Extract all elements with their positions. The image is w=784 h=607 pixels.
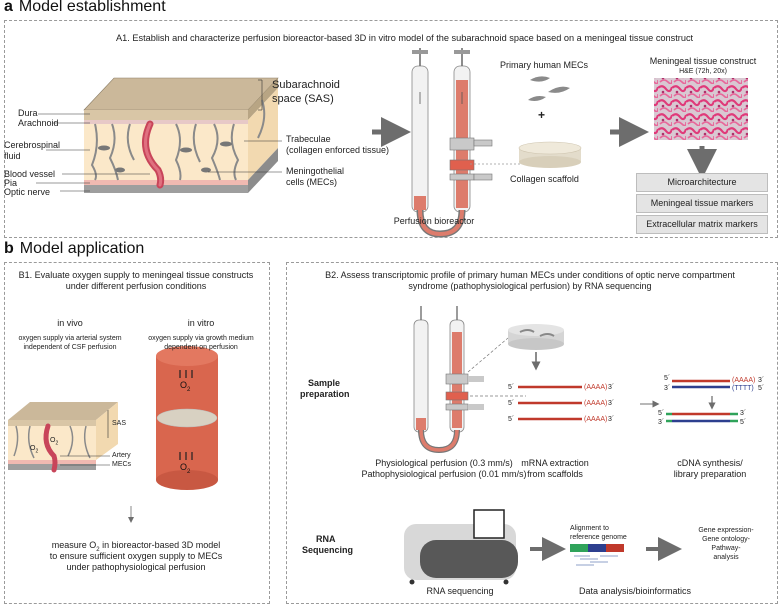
label-primary-mecs: Primary human MECs bbox=[500, 60, 589, 70]
label-mrna-1: mRNA extraction bbox=[521, 458, 589, 468]
invitro-desc-2: dependent on perfusion bbox=[164, 344, 238, 351]
label-trabeculae-1: Trabeculae bbox=[286, 134, 331, 144]
strand-5-c: 5´ bbox=[508, 416, 515, 423]
mec-cells-a bbox=[528, 76, 570, 101]
label-data-analysis: Data analysis/bioinformatics bbox=[578, 586, 692, 596]
he-stain-image bbox=[654, 78, 748, 140]
sas-tissue-block bbox=[83, 77, 279, 193]
pill-ecm-markers: Extracellular matrix markers bbox=[636, 215, 768, 234]
o2-left: O2 bbox=[30, 445, 39, 455]
label-perfusion-bioreactor: Perfusion bioreactor bbox=[393, 216, 475, 226]
sequencer-machine bbox=[404, 509, 518, 585]
label-mec-1: Meningothelial bbox=[286, 166, 345, 176]
label-align-2: reference genome bbox=[570, 534, 627, 541]
cdna-3-bot-r: 3´ bbox=[740, 410, 747, 417]
label-physio: Physiological perfusion (0.3 mm/s) bbox=[375, 458, 513, 468]
strand-3-b: 3´ bbox=[608, 400, 615, 407]
pill-microarchitecture: Microarchitecture bbox=[636, 173, 768, 192]
sas-leader-lines bbox=[36, 79, 282, 192]
section-a-box bbox=[4, 20, 778, 238]
cdna-polya: (AAAA) bbox=[732, 377, 756, 384]
cdna-3-bot: 3´ bbox=[658, 419, 665, 426]
section-b1-box bbox=[4, 262, 270, 604]
strand-5-a: 5´ bbox=[508, 384, 515, 391]
label-sas-2: space (SAS) bbox=[272, 93, 334, 105]
label-artery: Artery bbox=[112, 452, 131, 459]
strand-5-b: 5´ bbox=[508, 400, 515, 407]
label-sas-small: SAS bbox=[112, 420, 127, 427]
label-sas-1: Subarachnoid bbox=[272, 79, 340, 91]
bioreactor-b bbox=[413, 306, 484, 454]
invitro-title: in vitro bbox=[187, 318, 215, 328]
label-gene-1: Gene expression- bbox=[698, 527, 754, 534]
b1-line2: under different perfusion conditions bbox=[65, 281, 207, 291]
scaffold-b bbox=[508, 324, 564, 350]
label-cdna-1: cDNA synthesis/ bbox=[677, 458, 743, 468]
section-b2-box bbox=[286, 262, 778, 604]
label-csf-1: Cerebrospinal bbox=[4, 140, 61, 150]
invivo-small-block bbox=[8, 402, 118, 473]
label-patho: Pathophysiological perfusion (0.01 mm/s) bbox=[361, 469, 527, 479]
bioreactor-a bbox=[411, 48, 524, 238]
plus-sign: + bbox=[538, 108, 546, 122]
label-mec-2: cells (MECs) bbox=[286, 177, 337, 187]
invivo-desc-2: independent of CSF perfusion bbox=[23, 344, 117, 351]
label-csf-2: fluid bbox=[4, 151, 21, 161]
invitro-desc-1: oxygen supply via growth medium bbox=[148, 335, 254, 342]
measure-line2: to ensure sufficient oxygen supply to ME… bbox=[49, 551, 223, 561]
cdna-strands bbox=[666, 379, 738, 423]
cdna-polyt: (TTTT) bbox=[732, 385, 754, 392]
polya-a: (AAAA) bbox=[584, 384, 608, 391]
label-construct-title: Meningeal tissue construct bbox=[649, 56, 757, 66]
label-rnaseq-2: Sequencing bbox=[302, 545, 354, 555]
label-arachnoid: Arachnoid bbox=[18, 118, 59, 128]
a1-description: A1. Establish and characterize perfusion… bbox=[116, 33, 694, 43]
cdna-3-right: 3´ bbox=[758, 377, 765, 384]
cdna-5-bot: 5´ bbox=[658, 410, 665, 417]
label-sample-prep-2: preparation bbox=[300, 389, 350, 399]
label-trabeculae-2: (collagen enforced tissue) bbox=[286, 145, 390, 155]
label-collagen-scaffold: Collagen scaffold bbox=[510, 174, 579, 184]
label-optic-nerve: Optic nerve bbox=[4, 187, 51, 197]
label-rnaseq-1: RNA bbox=[316, 534, 336, 544]
b2-line2: syndrome (pathophysiological perfusion) … bbox=[408, 281, 652, 291]
label-mecs-small: MECs bbox=[112, 461, 132, 468]
b1-line1: B1. Evaluate oxygen supply to meningeal … bbox=[18, 270, 254, 280]
invivo-desc-1: oxygen supply via arterial system bbox=[18, 335, 122, 342]
label-gene-3: Pathway- bbox=[711, 545, 741, 552]
cdna-5-top: 5´ bbox=[664, 375, 671, 382]
label-cdna-2: library preparation bbox=[673, 469, 747, 479]
measure-line3: under pathophysiological perfusion bbox=[66, 562, 206, 572]
measure-line1: measure O2 in bioreactor-based 3D model bbox=[51, 540, 221, 553]
polya-b: (AAAA) bbox=[584, 400, 608, 407]
label-dura: Dura bbox=[18, 108, 38, 118]
o2-cylinder-top: O2 bbox=[180, 380, 191, 393]
o2-right: O2 bbox=[50, 437, 59, 447]
label-gene-4: analysis bbox=[713, 554, 739, 561]
label-gene-2: Gene ontology- bbox=[702, 536, 750, 543]
label-construct-sub: H&E (72h, 20x) bbox=[679, 68, 727, 75]
label-pia: Pia bbox=[4, 178, 18, 188]
cdna-3-top: 3´ bbox=[664, 385, 671, 392]
strand-3-c: 3´ bbox=[608, 416, 615, 423]
cdna-5-right: 5´ bbox=[758, 385, 765, 392]
invivo-title: in vivo bbox=[57, 318, 83, 328]
label-align-1: Alignment to bbox=[570, 525, 609, 532]
polya-c: (AAAA) bbox=[584, 416, 608, 423]
label-blood-vessel: Blood vessel bbox=[4, 169, 56, 179]
b2-line1: B2. Assess transcriptomic profile of pri… bbox=[325, 270, 735, 280]
invitro-cylinder bbox=[156, 346, 218, 490]
pill-meningeal-markers: Meningeal tissue markers bbox=[636, 194, 768, 213]
alignment-glyph bbox=[570, 544, 624, 566]
label-sample-prep-1: Sample bbox=[308, 378, 341, 388]
collagen-scaffold-a bbox=[518, 141, 582, 168]
label-mrna-2: from scaffolds bbox=[527, 469, 583, 479]
o2-cylinder-bottom: O2 bbox=[180, 462, 191, 475]
label-rna-sequencing: RNA sequencing bbox=[426, 586, 494, 596]
strand-3-a: 3´ bbox=[608, 384, 615, 391]
cdna-5-bot-r: 5´ bbox=[740, 419, 747, 426]
